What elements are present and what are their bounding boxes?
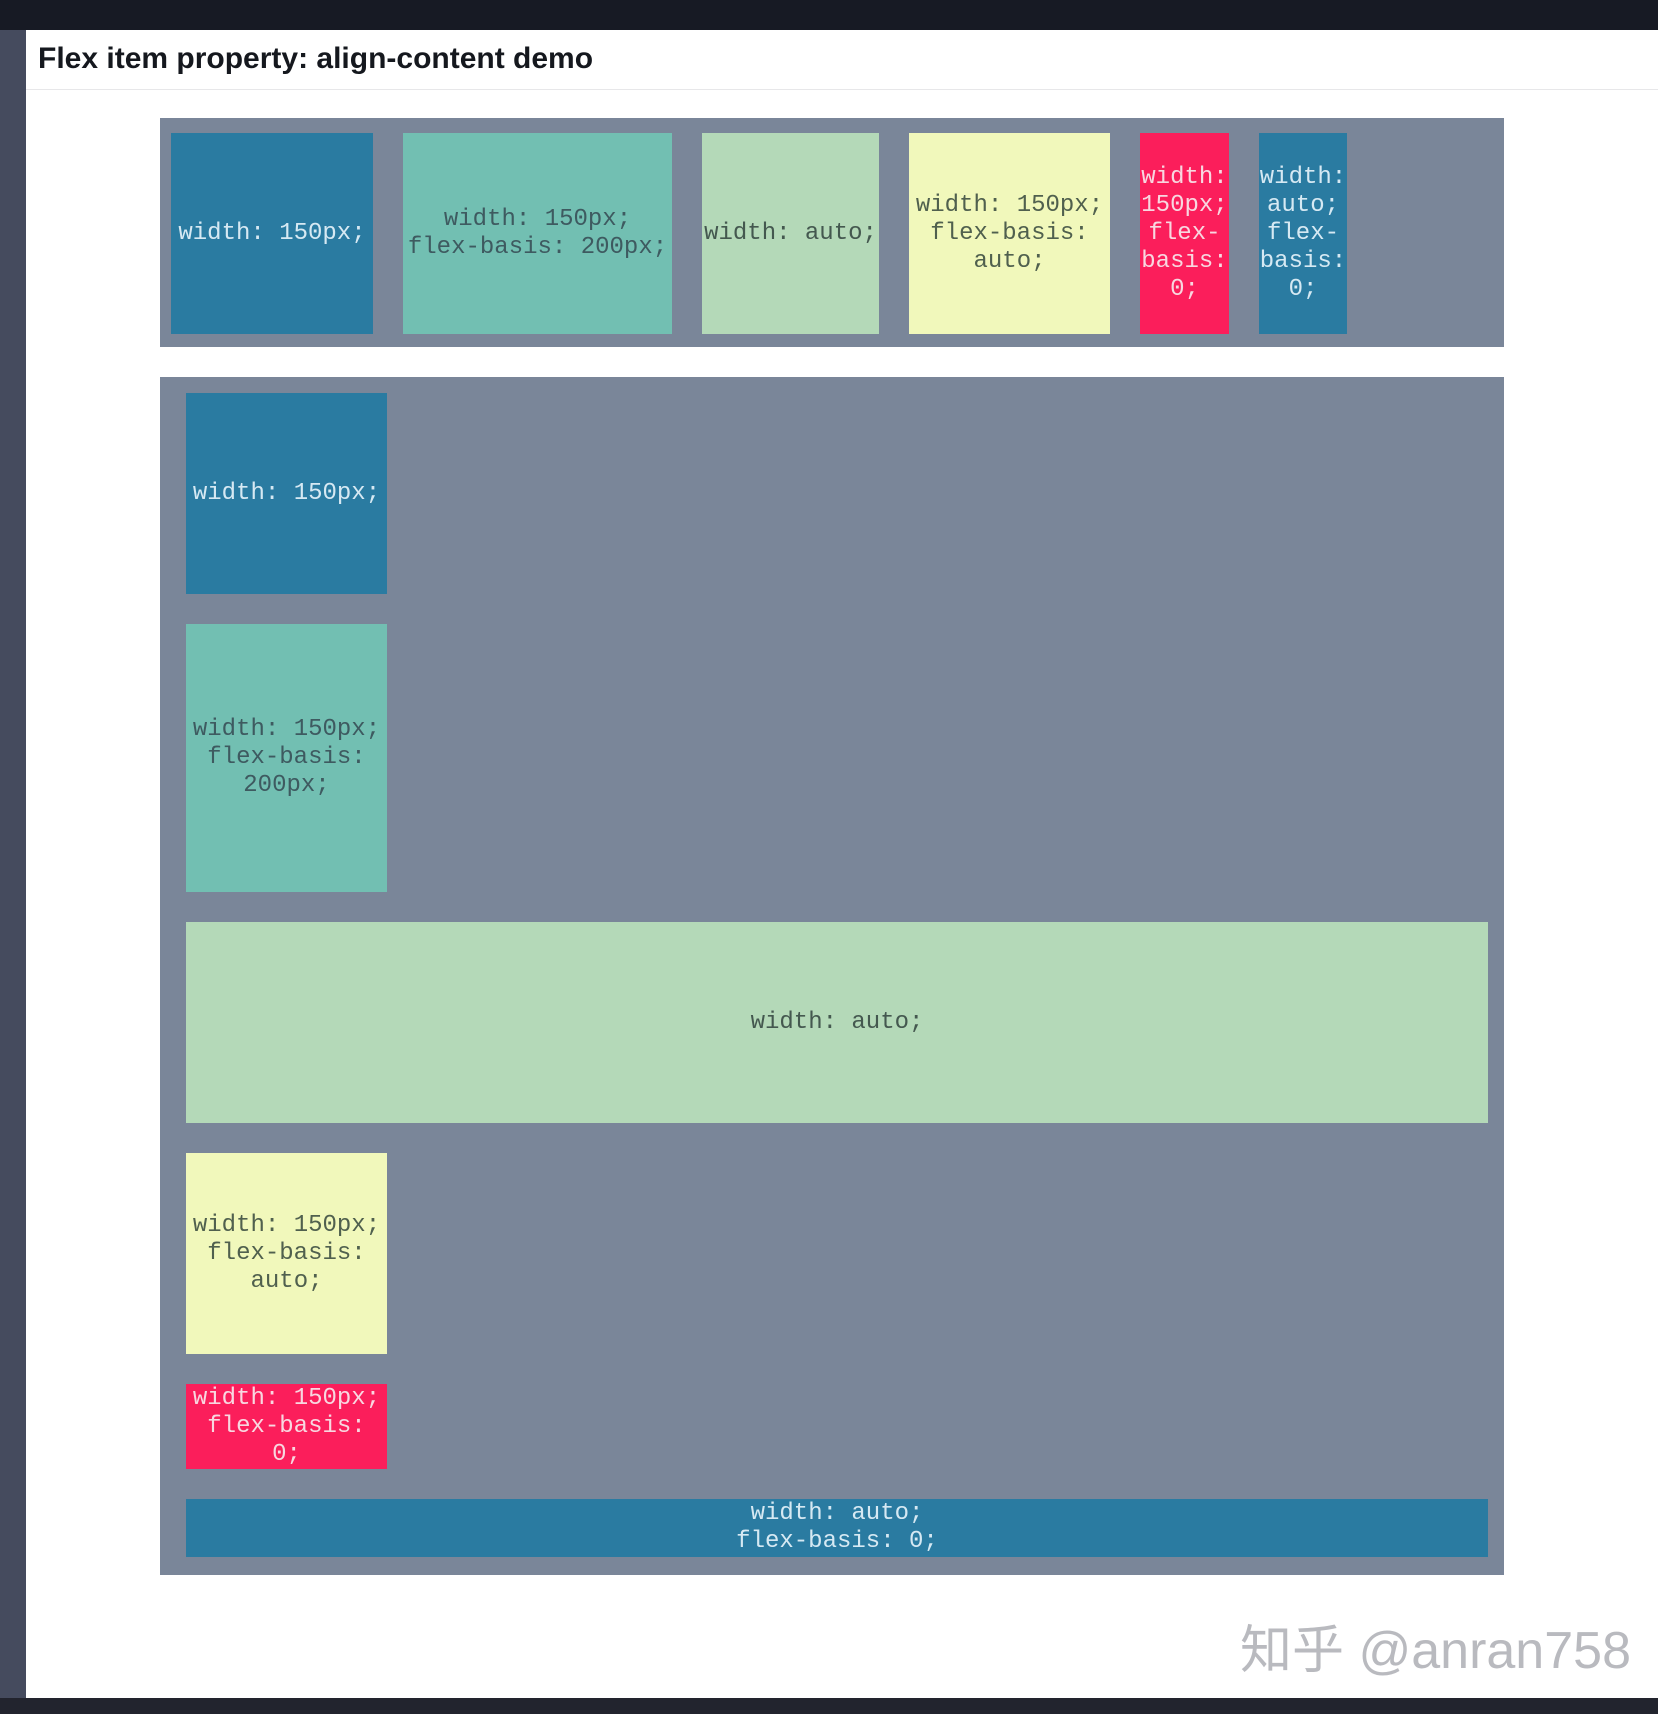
window-bottom-bar: [0, 1698, 1658, 1714]
window-left-strip: [0, 30, 26, 1698]
flex-container-column: width: 150px; width: 150px; flex-basis: …: [160, 377, 1504, 1575]
row-item-width-auto: width: auto;: [702, 133, 879, 334]
page-title: Flex item property: align-content demo: [38, 42, 594, 75]
zhihu-watermark: 知乎 @anran758: [1240, 1622, 1631, 1680]
window-top-bar: [0, 0, 1658, 30]
col-item-width-auto-basis-0: width: auto; flex-basis: 0;: [186, 1499, 1488, 1557]
col-item-width-150px-basis-0: width: 150px; flex-basis: 0;: [186, 1384, 387, 1469]
col-item-width-150px-basis-auto: width: 150px; flex-basis: auto;: [186, 1153, 387, 1354]
col-item-width-auto: width: auto;: [186, 922, 1488, 1123]
row-item-width-150px: width: 150px;: [171, 133, 373, 334]
col-item-width-150px-basis-200px: width: 150px; flex-basis: 200px;: [186, 624, 387, 892]
flex-container-row: width: 150px; width: 150px; flex-basis: …: [160, 118, 1504, 347]
row-item-width-150px-basis-auto: width: 150px; flex-basis: auto;: [909, 133, 1110, 334]
row-item-width-auto-basis-0: width: auto; flex- basis: 0;: [1259, 133, 1347, 334]
row-item-width-150px-basis-0: width: 150px; flex- basis: 0;: [1140, 133, 1229, 334]
col-item-width-150px: width: 150px;: [186, 393, 387, 594]
page-header: Flex item property: align-content demo: [26, 30, 1658, 90]
browser-page: Flex item property: align-content demo w…: [26, 30, 1658, 1698]
row-item-width-150px-basis-200px: width: 150px; flex-basis: 200px;: [403, 133, 672, 334]
